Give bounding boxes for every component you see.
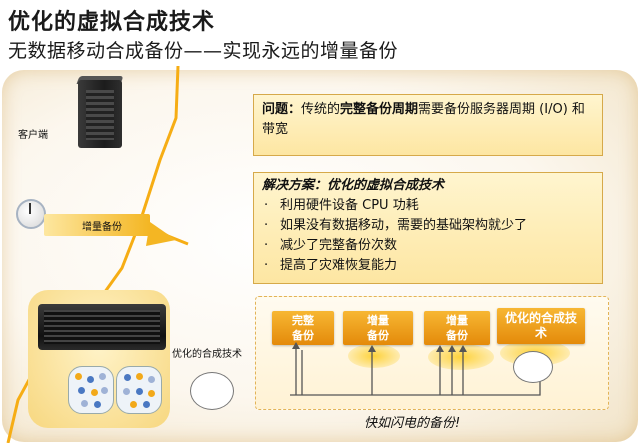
solution-title: 解决方案：优化的虚拟合成技术 [262, 178, 445, 193]
problem-text-2: 需要备份服务器周期 (I/O) 和带宽 [262, 102, 585, 137]
solution-bullet: 利用硬件设备 CPU 功耗 [262, 196, 596, 216]
client-label: 客户端 [18, 130, 48, 141]
disk-right-icon [116, 366, 162, 414]
problem-lead: 问题： [262, 102, 302, 117]
problem-text-1: 传统的 [301, 102, 341, 117]
chip-incremental-1: 增量 备份 [343, 311, 413, 345]
incremental-backup-arrow [44, 214, 150, 236]
chip-full-backup: 完整 备份 [272, 311, 334, 345]
chip-incremental-2: 增量 备份 [424, 311, 490, 345]
glow-1 [348, 344, 400, 368]
clock-hand [29, 203, 31, 214]
server-icon [78, 80, 122, 148]
storage-array-icon [38, 304, 166, 350]
problem-box: 问题：传统的完整备份周期需要备份服务器周期 (I/O) 和带宽 [253, 94, 603, 156]
white-oval-right [513, 351, 553, 383]
synthetic-tech-label: 优化的合成技术 [172, 349, 242, 360]
problem-bold: 完整备份周期 [340, 102, 419, 117]
white-oval-left [190, 372, 234, 410]
page-title: 优化的虚拟合成技术 [8, 10, 216, 35]
solution-bullet: 提高了灾难恢复能力 [262, 256, 596, 276]
clock-icon [16, 199, 46, 229]
disk-left-icon [68, 366, 114, 414]
incremental-backup-label: 增量备份 [82, 222, 122, 233]
solution-box: 解决方案：优化的虚拟合成技术 利用硬件设备 CPU 功耗 如果没有数据移动，需要… [253, 172, 603, 284]
solution-bullet: 减少了完整备份次数 [262, 236, 596, 256]
diagram-caption: 快如闪电的备份! [364, 416, 461, 431]
page-subtitle: 无数据移动合成备份——实现永远的增量备份 [8, 40, 399, 62]
solution-bullet: 如果没有数据移动，需要的基础架构就少了 [262, 216, 596, 236]
chip-synthetic: 优化的合成技 术 [497, 308, 585, 344]
